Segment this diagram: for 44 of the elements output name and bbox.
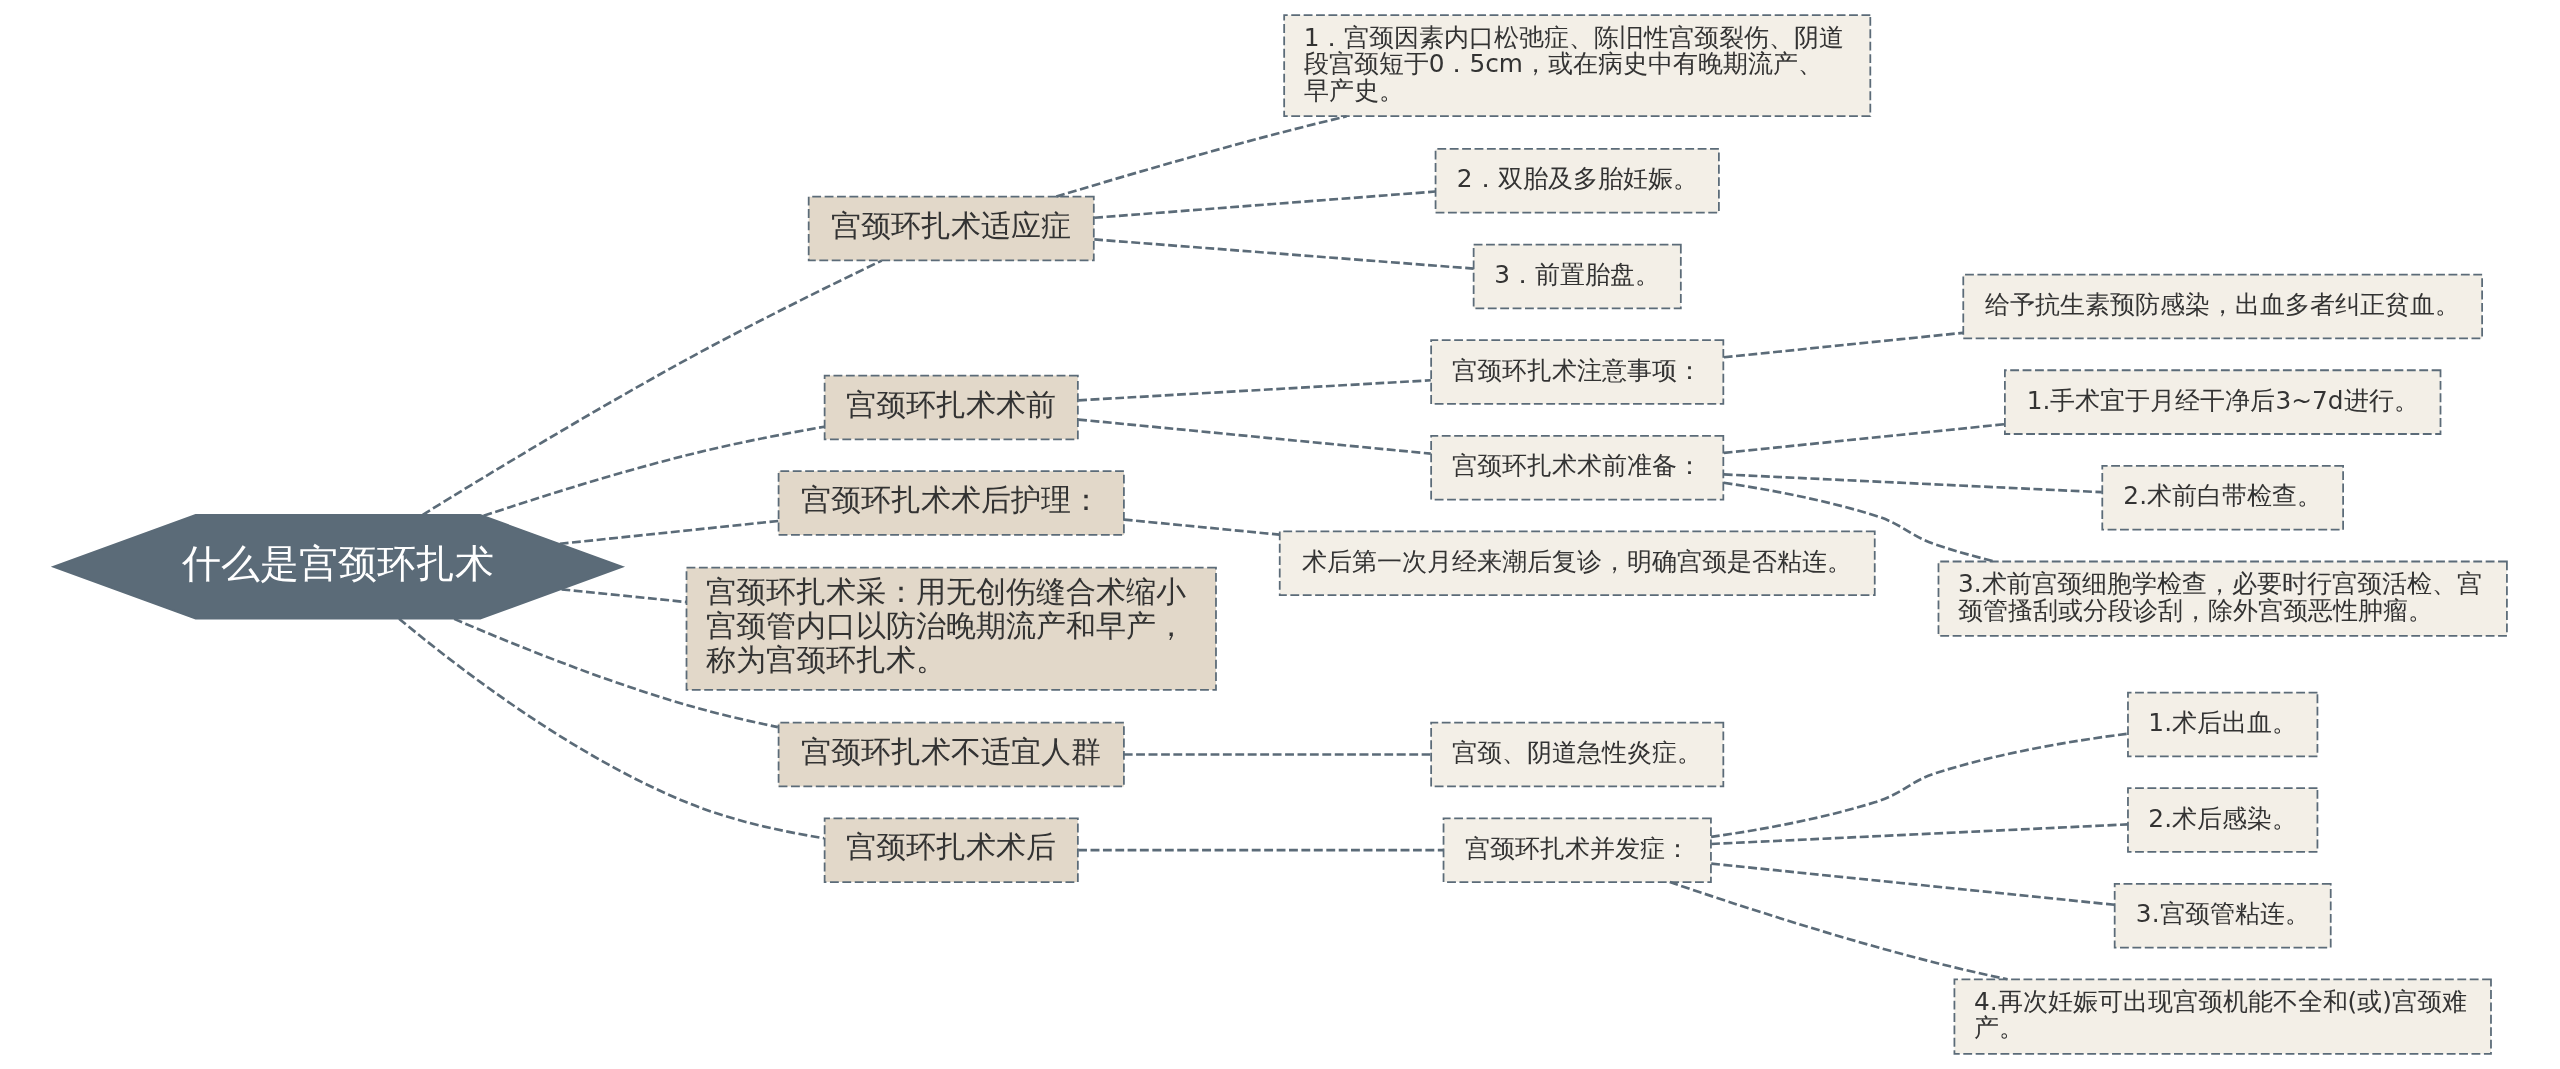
node-box: 3．前置胎盘。 (1472, 243, 1682, 310)
connector (1094, 238, 1474, 270)
connector (1055, 114, 1347, 198)
node-box: 1.术后出血。 (2127, 691, 2319, 758)
node-box: 1．宫颈因素内口松弛症、陈旧性宫颈裂伤、阴道段宫颈短于0．5cm，或在病史中有晚期流产、早产史。 (1283, 14, 1872, 118)
connector (1094, 190, 1436, 220)
node-box: 3.宫颈管粘连。 (2113, 882, 2332, 949)
node-box: 给予抗生素预防感染，出血多者纠正贫血。 (1962, 273, 2483, 340)
connector (1123, 518, 1280, 536)
node-box: 4.再次妊娠可出现宫颈机能不全和(或)宫颈难产。 (1953, 978, 2492, 1055)
node-box: 术后第一次月经来潮后复诊，明确宫颈是否粘连。 (1278, 530, 1876, 597)
connector (561, 588, 687, 604)
connector (1078, 848, 1444, 852)
node-box: 宫颈环扎术术后 (823, 817, 1079, 883)
connector (559, 519, 779, 546)
connector (1723, 481, 1995, 563)
node-box: 宫颈环扎术不适宜人群 (777, 721, 1125, 788)
node-box: 宫颈环扎术并发症： (1442, 817, 1712, 883)
node-box: 宫颈环扎术采：用无创伤缝合术缩小宫颈管内口以防治晚期流产和早产，称为宫颈环扎术。 (685, 566, 1217, 691)
connector (422, 259, 883, 516)
connector (1078, 418, 1431, 455)
node-box: 3.术前宫颈细胞学检查，必要时行宫颈活检、宫颈管搔刮或分段诊刮，除外宫颈恶性肿瘤。 (1937, 560, 2508, 637)
connector (483, 425, 825, 518)
node-box: 宫颈环扎术注意事项： (1430, 339, 1725, 405)
connector (1711, 823, 2128, 846)
connector (453, 617, 779, 729)
connector (1723, 422, 2005, 455)
connector (1123, 753, 1431, 756)
connector (1711, 862, 2115, 907)
connector (1078, 378, 1431, 402)
node-box: 宫颈环扎术术后护理： (777, 470, 1125, 536)
connector (398, 617, 825, 840)
node-box: 宫颈环扎术术前 (823, 374, 1079, 441)
connector (1723, 473, 2102, 494)
node-box: 2．双胎及多胎妊娠。 (1434, 148, 1720, 214)
node-box: 2.术后感染。 (2127, 787, 2319, 853)
node-box: 宫颈环扎术术前准备： (1430, 434, 1725, 501)
node-box: 宫颈环扎术适应症 (807, 195, 1095, 262)
node-box: 2.术前白带检查。 (2101, 465, 2344, 531)
connector (1723, 331, 1964, 359)
node-box: 1.手术宜于月经干净后3~7d进行。 (2004, 369, 2442, 435)
node-box: 宫颈、阴道急性炎症。 (1430, 721, 1725, 788)
connector (1669, 880, 2008, 981)
connector (1710, 732, 2128, 839)
